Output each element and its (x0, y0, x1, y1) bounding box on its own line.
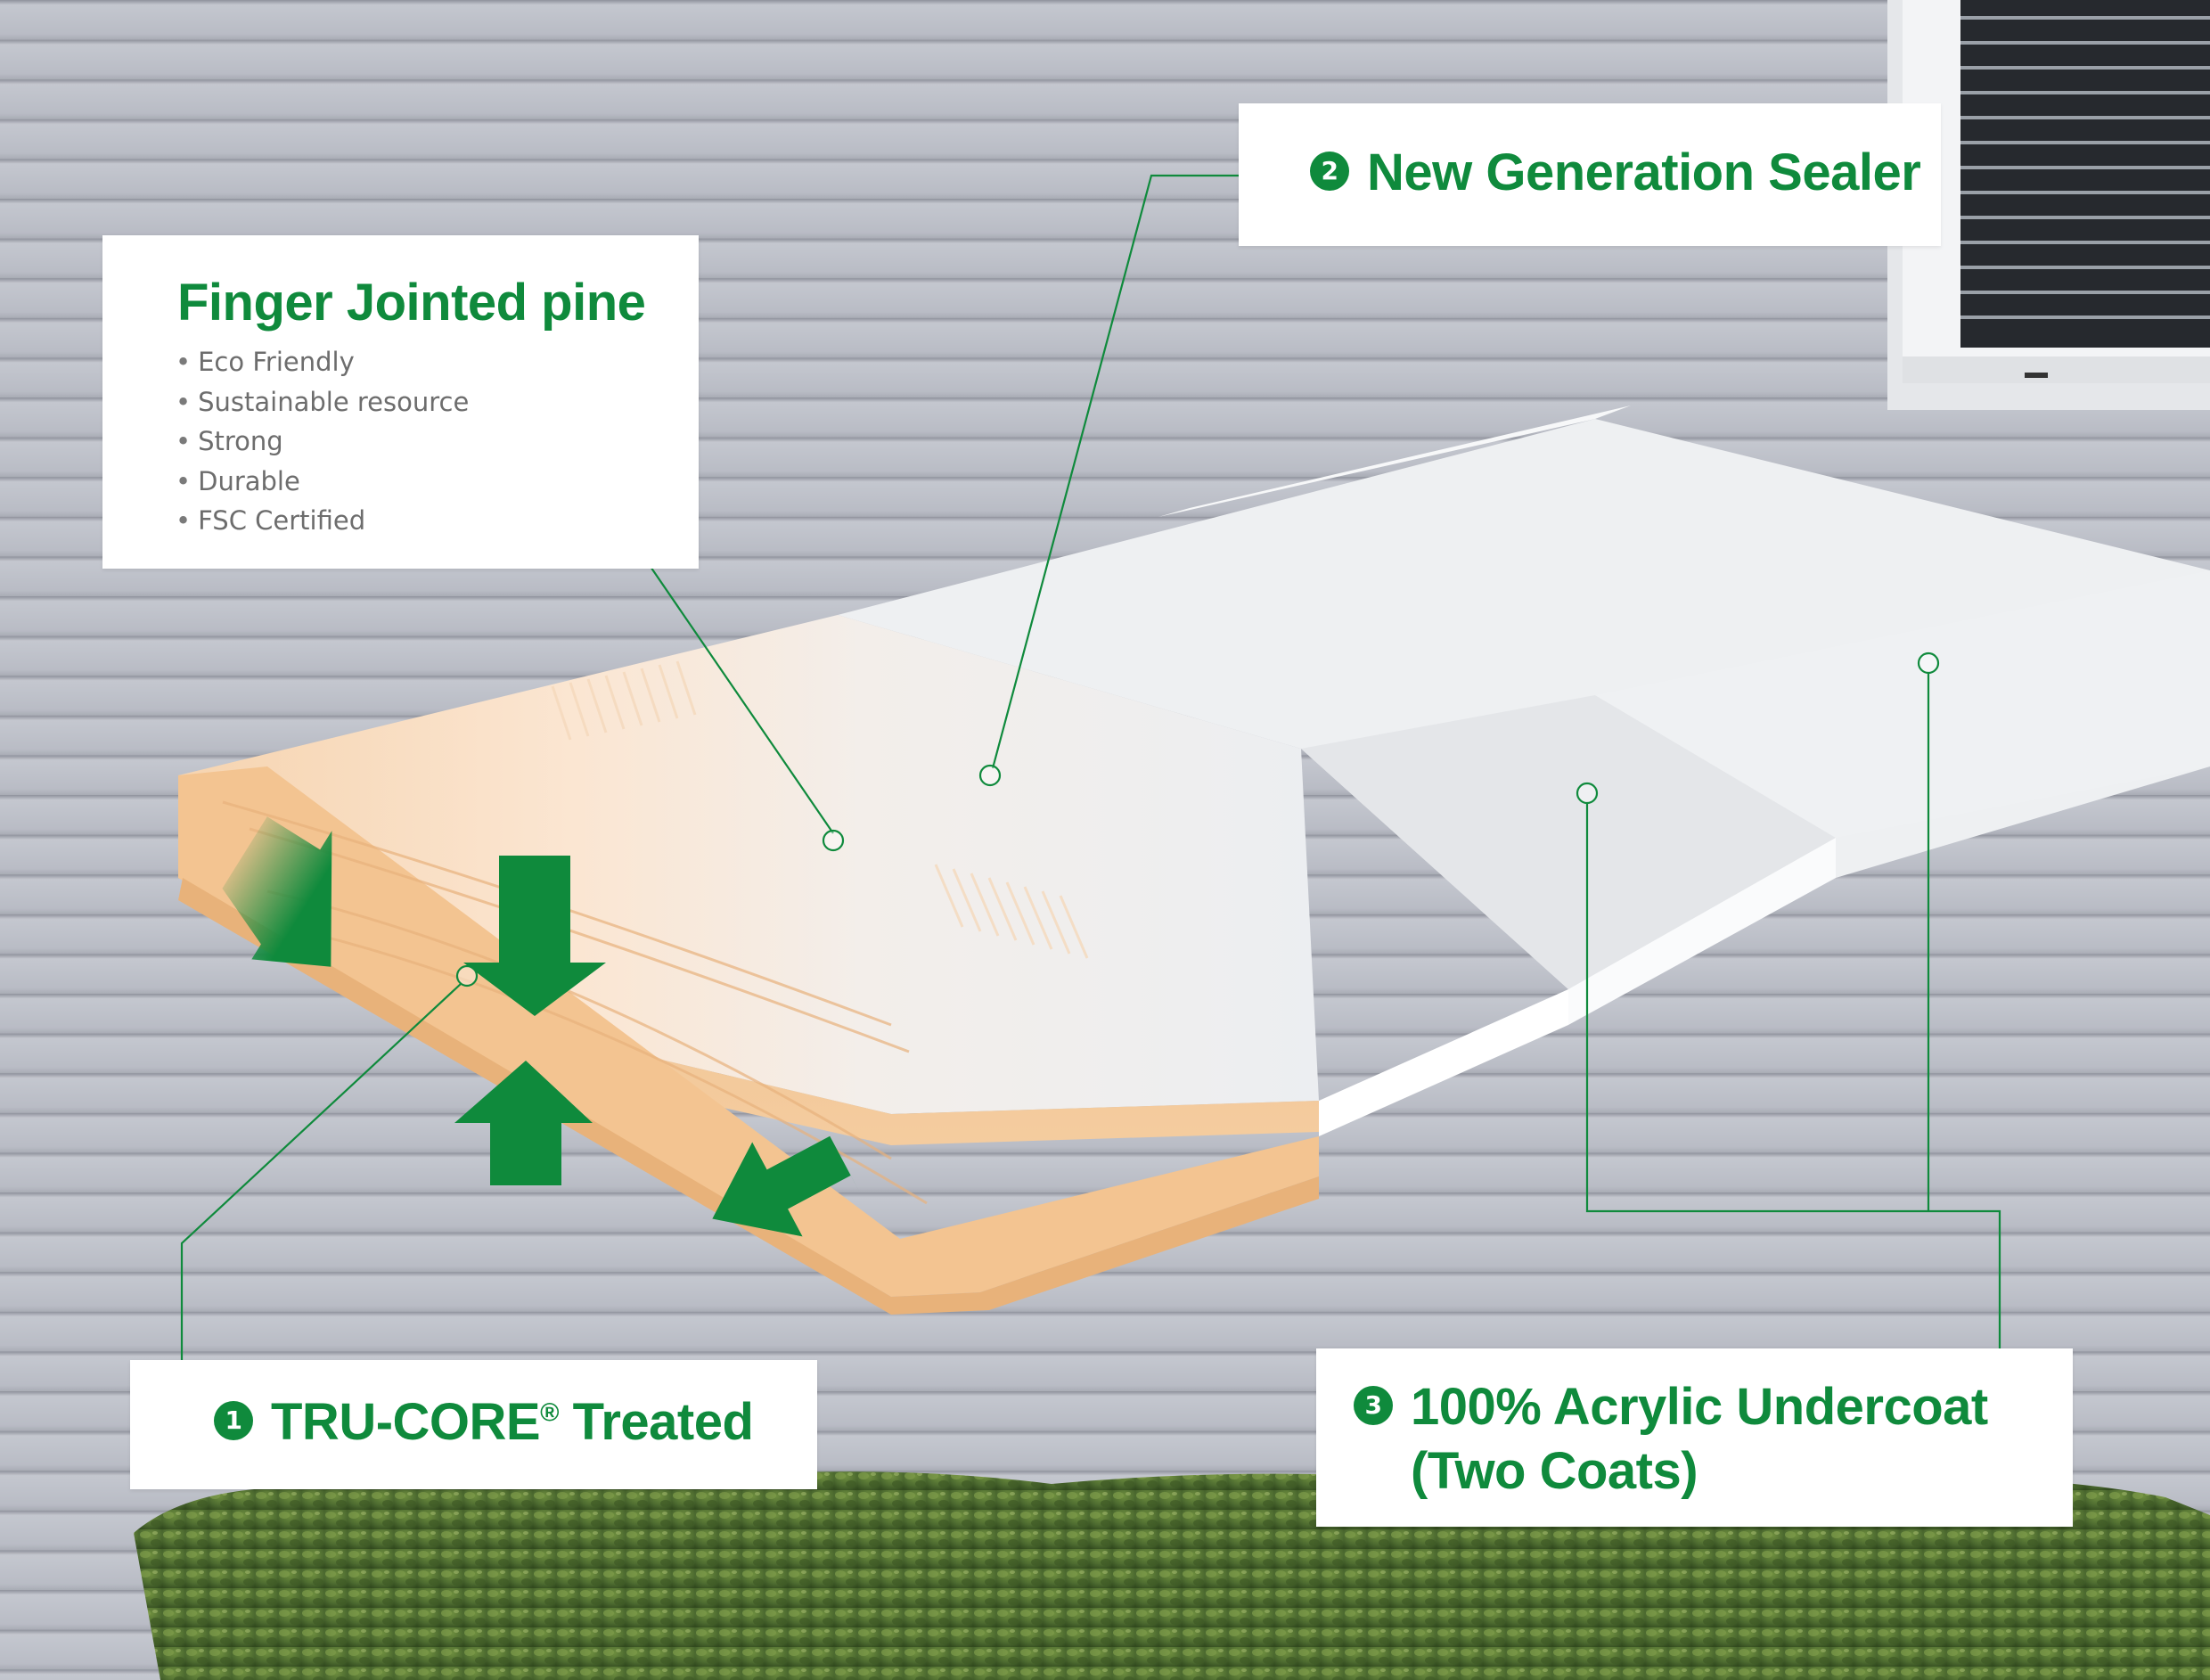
bullet-item: Eco Friendly (176, 342, 469, 382)
undercoat-line1: 100% Acrylic Undercoat (1411, 1378, 1988, 1436)
finger-jointed-title: Finger Jointed pine (177, 274, 646, 332)
trucore-title-suffix: Treated (572, 1393, 754, 1451)
step-2-badge: 2 (1310, 151, 1349, 191)
trucore-heading: 1 TRU-CORE® Treated (214, 1392, 754, 1452)
trucore-callout: 1 TRU-CORE® Treated (130, 1360, 817, 1489)
undercoat-callout: 3 100% Acrylic Undercoat (Two Coats) (1316, 1348, 2073, 1527)
undercoat-heading: 3 100% Acrylic Undercoat (Two Coats) (1354, 1375, 1988, 1504)
bullet-item: FSC Certified (176, 501, 469, 541)
step-3-badge: 3 (1354, 1385, 1393, 1425)
bullet-item: Durable (176, 462, 469, 502)
pressure-arrows (222, 816, 860, 1237)
window (1887, 0, 2210, 410)
primed-board (178, 406, 2210, 1315)
bullet-item: Strong (176, 422, 469, 462)
finger-jointed-callout: Finger Jointed pine Eco Friendly Sustain… (102, 235, 699, 569)
step-1-badge: 1 (214, 1400, 253, 1440)
undercoat-line2: (Two Coats) (1411, 1442, 1698, 1500)
bullet-item: Sustainable resource (176, 382, 469, 422)
sealer-title: New Generation Sealer (1367, 143, 1921, 201)
registered-mark: ® (540, 1398, 559, 1428)
finger-jointed-bullets: Eco Friendly Sustainable resource Strong… (176, 342, 469, 541)
sealer-callout: 2 New Generation Sealer (1239, 103, 1941, 246)
sealer-heading: 2 New Generation Sealer (1310, 143, 1921, 202)
trucore-title: TRU-CORE (271, 1393, 541, 1451)
